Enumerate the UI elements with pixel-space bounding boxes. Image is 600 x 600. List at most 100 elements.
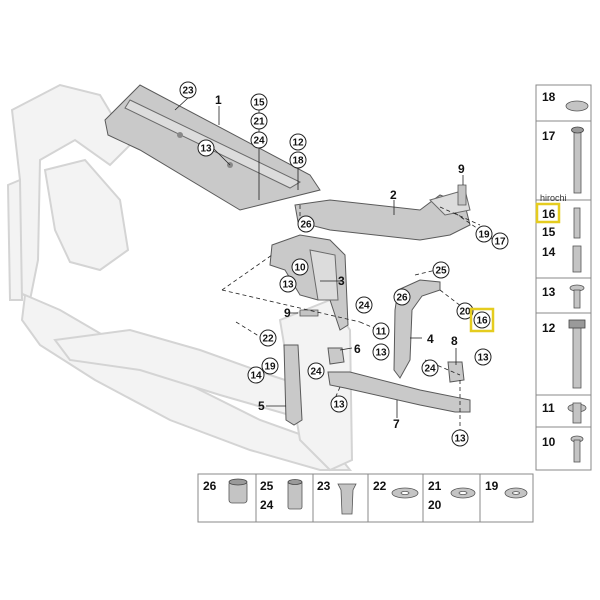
- strut-part-7: [327, 371, 471, 413]
- callout-22: 22: [259, 329, 277, 347]
- svg-text:10: 10: [294, 263, 306, 274]
- bolt-16: [573, 207, 581, 239]
- svg-text:13: 13: [282, 280, 294, 291]
- callout-17-right: 17: [491, 232, 509, 250]
- watermark-text: hirochi: [540, 193, 567, 203]
- svg-text:14: 14: [250, 371, 262, 382]
- label-2: 2: [390, 188, 397, 202]
- bolt-12: [572, 321, 582, 389]
- leader-lines: [174, 97, 495, 438]
- hw-label-10: 10: [542, 435, 556, 449]
- hw-row-label-22: 22: [373, 479, 387, 493]
- bolt-17: [573, 127, 582, 194]
- hw-label-16: 16: [542, 207, 556, 221]
- sleeve-25: [287, 480, 303, 510]
- callout-24-top: 24: [250, 131, 268, 149]
- label-9-top: 9: [458, 162, 465, 176]
- callout-16-highlight: [469, 307, 495, 333]
- svg-text:26: 26: [300, 220, 312, 231]
- svg-text:22: 22: [262, 334, 274, 345]
- callout-24-low: 24: [307, 362, 325, 380]
- callout-19-right: 19: [475, 225, 493, 243]
- svg-text:24: 24: [253, 136, 265, 147]
- label-1: 1: [215, 93, 222, 107]
- svg-text:24: 24: [310, 367, 322, 378]
- hw-label-12: 12: [542, 321, 556, 335]
- svg-text:19: 19: [264, 362, 276, 373]
- svg-text:17: 17: [494, 237, 506, 248]
- hw-row-label-26: 26: [203, 479, 217, 493]
- svg-text:20: 20: [459, 307, 471, 318]
- callout-21-top: 21: [250, 112, 268, 130]
- callout-26-low: 26: [393, 288, 411, 306]
- svg-text:19: 19: [478, 230, 490, 241]
- callout-13-mid: 13: [279, 275, 297, 293]
- svg-text:12: 12: [292, 138, 304, 149]
- bracket-part-6: [327, 347, 345, 365]
- callout-10: 10: [291, 258, 309, 276]
- svg-text:16: 16: [476, 316, 488, 327]
- callout-13-bottom: 13: [451, 429, 469, 447]
- hw-row-label-19: 19: [485, 479, 499, 493]
- plain-labels: 1 2 3 4 5 6 7 8 9 9: [215, 93, 465, 431]
- callout-13-five: 13: [330, 395, 348, 413]
- svg-text:13: 13: [477, 353, 489, 364]
- callout-18-top: 18: [289, 151, 307, 169]
- stay-part-5: [283, 344, 303, 426]
- callout-15-top: 15: [250, 93, 268, 111]
- hw-row-label-23: 23: [317, 479, 331, 493]
- hw-label-13: 13: [542, 285, 556, 299]
- svg-text:15: 15: [253, 98, 265, 109]
- callout-24-four: 24: [421, 359, 439, 377]
- svg-text:13: 13: [375, 348, 387, 359]
- callout-24-mid: 24: [355, 296, 373, 314]
- rivet-nut-23: [337, 483, 357, 515]
- cross-member-part-2: [294, 189, 471, 241]
- svg-text:13: 13: [200, 144, 212, 155]
- svg-text:23: 23: [182, 86, 194, 97]
- hw-row-label-25: 25: [260, 479, 274, 493]
- hw-row-label-24: 24: [260, 498, 274, 512]
- hw-label-15: 15: [542, 225, 556, 239]
- callout-19-low: 19: [261, 357, 279, 375]
- hw-label-17: 17: [542, 129, 556, 143]
- svg-text:21: 21: [253, 117, 265, 128]
- front-frame-ghost: [6, 83, 354, 472]
- label-7: 7: [393, 417, 400, 431]
- hw-row-label-21: 21: [428, 479, 442, 493]
- svg-text:25: 25: [435, 266, 447, 277]
- label-4: 4: [427, 332, 434, 346]
- callouts: 23 15 21 24 12 18 13 26 19 17 25 10 13 2…: [179, 81, 509, 447]
- label-6: 6: [354, 342, 361, 356]
- callout-13-left: 13: [197, 139, 215, 157]
- svg-text:13: 13: [333, 400, 345, 411]
- hw-label-14: 14: [542, 245, 556, 259]
- callout-23-top: 23: [179, 81, 197, 99]
- svg-text:11: 11: [376, 327, 387, 338]
- callout-13-six: 13: [372, 343, 390, 361]
- label-8: 8: [451, 334, 458, 348]
- svg-text:18: 18: [292, 156, 304, 167]
- label-5: 5: [258, 399, 265, 413]
- callout-20: 20: [456, 302, 474, 320]
- hw-16-highlight: [535, 202, 561, 224]
- hardware-column: 18 17 16 15 14 13 12 11 10: [535, 84, 592, 471]
- hw-label-18: 18: [542, 90, 556, 104]
- callout-11: 11: [372, 322, 390, 340]
- label-9-mid: 9: [284, 306, 291, 320]
- svg-text:24: 24: [424, 364, 436, 375]
- callout-12-top: 12: [289, 133, 307, 151]
- callout-13-eight: 13: [474, 348, 492, 366]
- hardware-row: 26 25 24 23 22 21 20 19: [197, 473, 534, 523]
- hw-label-11: 11: [542, 401, 555, 415]
- svg-text:26: 26: [396, 293, 408, 304]
- bolt-14: [572, 245, 582, 273]
- callout-26-mid: 26: [297, 215, 315, 233]
- svg-text:13: 13: [454, 434, 466, 445]
- hw-row-label-20: 20: [428, 498, 442, 512]
- svg-text:24: 24: [358, 301, 370, 312]
- label-3: 3: [338, 274, 345, 288]
- callout-14: 14: [247, 366, 265, 384]
- callout-16: 16: [473, 311, 491, 329]
